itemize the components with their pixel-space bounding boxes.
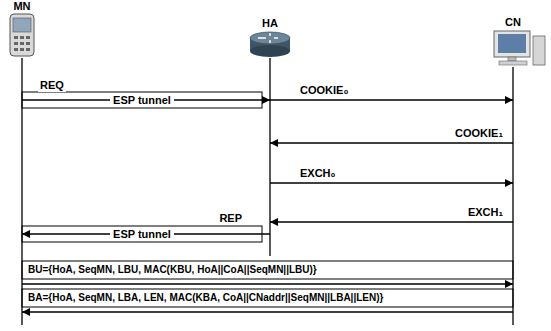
tunnel-label: ESP tunnel bbox=[110, 228, 174, 240]
message-label: BU={HoA, SeqMN, LBU, MAC(KBU, HoA||CoA||… bbox=[26, 264, 319, 276]
monitor-screen bbox=[498, 34, 526, 53]
phone-key bbox=[26, 36, 30, 39]
lifeline bbox=[21, 58, 22, 325]
message-arrow bbox=[270, 99, 513, 100]
message-label: EXCH₀ bbox=[298, 167, 338, 180]
keyboard bbox=[499, 61, 527, 65]
message-label: COOKIE₁ bbox=[453, 127, 505, 140]
message-label: REP bbox=[217, 212, 244, 225]
tunnel-label: ESP tunnel bbox=[110, 94, 174, 106]
entity-name: MN bbox=[10, 0, 34, 13]
phone-key bbox=[26, 42, 30, 45]
message-label: REQ bbox=[38, 79, 66, 92]
message-arrow bbox=[22, 311, 513, 312]
message-label: EXCH₁ bbox=[466, 206, 505, 219]
message-label: COOKIE₀ bbox=[298, 84, 350, 97]
phone-key bbox=[26, 48, 30, 51]
router-arrows bbox=[258, 33, 278, 43]
message-arrow bbox=[270, 142, 513, 143]
phone-icon bbox=[10, 14, 34, 56]
lifeline bbox=[512, 67, 513, 325]
message-frame bbox=[22, 261, 513, 279]
message-arrow bbox=[22, 283, 513, 284]
router-top bbox=[250, 32, 290, 44]
phone-key bbox=[14, 42, 18, 45]
phone-key bbox=[14, 36, 18, 39]
computer-tower bbox=[533, 36, 545, 65]
computer-icon bbox=[494, 31, 545, 65]
monitor-stand bbox=[508, 57, 516, 61]
lifeline-column: MN bbox=[10, 0, 34, 325]
phone-body bbox=[10, 14, 34, 56]
lifeline-column: CN bbox=[502, 16, 524, 325]
entity-name: HA bbox=[259, 17, 281, 30]
phone-key bbox=[14, 48, 18, 51]
entity-name: CN bbox=[502, 16, 524, 29]
message-arrow bbox=[270, 182, 513, 183]
message-label: BA={HoA, SeqMN, LBA, LEN, MAC(KBA, CoA||… bbox=[26, 292, 385, 304]
message-arrow bbox=[270, 221, 513, 222]
message-frame bbox=[22, 289, 513, 307]
router-icon bbox=[250, 32, 290, 57]
phone-key bbox=[20, 36, 24, 39]
lifeline bbox=[269, 58, 270, 256]
lifeline-column: HA bbox=[259, 17, 281, 256]
phone-screen bbox=[13, 18, 31, 32]
phone-key bbox=[20, 42, 24, 45]
phone-key bbox=[20, 48, 24, 51]
monitor bbox=[494, 31, 530, 57]
router-bottom bbox=[250, 45, 290, 57]
